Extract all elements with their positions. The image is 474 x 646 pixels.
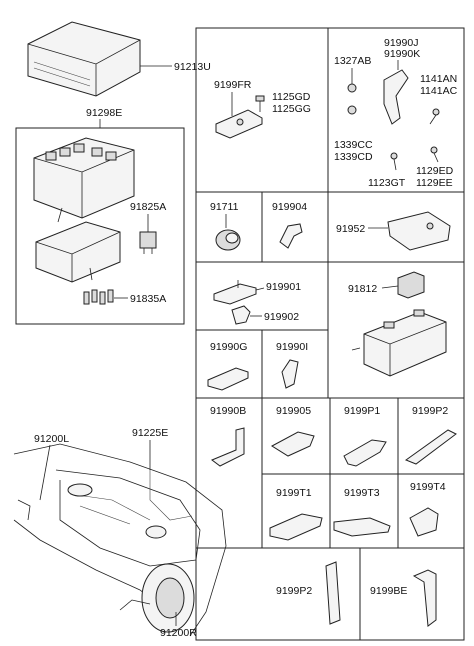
label-1125GG: 1125GG xyxy=(272,103,311,115)
label-919901: 919901 xyxy=(266,281,301,293)
fuse-box-cover-drawing xyxy=(27,21,141,97)
bracket-919904-drawing xyxy=(279,223,303,249)
label-1125GD: 1125GD xyxy=(272,91,311,103)
label-9199P2-top: 9199P2 xyxy=(412,405,448,417)
label-91952: 91952 xyxy=(336,223,365,235)
bracket-91952-drawing xyxy=(387,211,451,251)
bracket-91990G-drawing xyxy=(207,367,249,391)
label-1327AB: 1327AB xyxy=(334,55,371,67)
label-91825A: 91825A xyxy=(130,201,166,213)
label-91200L: 91200L xyxy=(34,433,69,445)
label-1141AN: 1141AN xyxy=(420,73,457,85)
label-91200R: 91200R xyxy=(160,627,197,639)
bracket-9199P2-bottom-drawing xyxy=(325,561,341,625)
parts-grid xyxy=(195,27,465,641)
screw-1141AN-drawing xyxy=(429,108,440,125)
label-919905: 919905 xyxy=(276,405,311,417)
label-91298E: 91298E xyxy=(86,107,122,119)
bracket-9199T3-drawing xyxy=(333,517,391,537)
label-1123GT: 1123GT xyxy=(368,177,406,189)
bracket-9199T4-drawing xyxy=(409,507,439,537)
label-9199P1: 9199P1 xyxy=(344,405,380,417)
label-91990I: 91990I xyxy=(276,341,308,353)
bracket-9199BE-drawing xyxy=(412,569,437,627)
label-1141AC: 1141AC xyxy=(420,85,458,97)
bracket-9199FR-hole xyxy=(236,118,244,126)
label-91812: 91812 xyxy=(348,283,377,295)
grommet-91711-drawing xyxy=(215,229,241,251)
bracket-91952-hole xyxy=(426,222,434,230)
relay-91825A-drawing xyxy=(139,231,157,254)
label-919904: 919904 xyxy=(272,201,307,213)
label-91225E: 91225E xyxy=(132,427,168,439)
leader-91200L xyxy=(39,444,51,501)
label-91990K: 91990K xyxy=(384,48,420,60)
nut-1327AB-drawing xyxy=(347,83,357,93)
bracket-9199T1-drawing xyxy=(269,513,323,541)
label-91990J: 91990J xyxy=(384,37,418,49)
leader-91812 xyxy=(381,285,399,289)
label-9199FR: 9199FR xyxy=(214,79,252,91)
label-91990G: 91990G xyxy=(210,341,247,353)
bracket-919902-drawing xyxy=(231,305,251,325)
nut-1339CC-drawing xyxy=(347,105,357,115)
label-1339CD: 1339CD xyxy=(334,151,373,163)
battery-91812-drawing xyxy=(351,271,447,377)
bracket-919901-drawing xyxy=(213,283,257,305)
label-9199T1: 9199T1 xyxy=(276,487,312,499)
bracket-91990B-drawing xyxy=(211,427,245,467)
leader-919901 xyxy=(255,287,265,291)
bracket-91990J-drawing xyxy=(383,69,409,125)
label-1129ED: 1129ED xyxy=(416,165,454,177)
fuse-box-lower-drawing xyxy=(35,221,121,283)
fuse-box-upper-drawing xyxy=(33,137,135,223)
label-919902: 919902 xyxy=(264,311,299,323)
label-9199T4: 9199T4 xyxy=(410,481,446,493)
screw-1129ED-drawing xyxy=(430,146,439,163)
bracket-91990I-drawing xyxy=(281,359,299,389)
label-9199T3: 9199T3 xyxy=(344,487,380,499)
label-91835A: 91835A xyxy=(130,293,166,305)
label-91990B: 91990B xyxy=(210,405,246,417)
fuse-91835A-drawing xyxy=(83,289,114,305)
label-1339CC: 1339CC xyxy=(334,139,373,151)
label-91213U: 91213U xyxy=(174,61,211,73)
label-9199P2-bottom: 9199P2 xyxy=(276,585,312,597)
label-1129EE: 1129EE xyxy=(416,177,453,189)
fuse-box-group-frame xyxy=(15,127,185,325)
screw-1123GT-drawing xyxy=(390,152,398,171)
bracket-9199P2-top-drawing xyxy=(404,429,457,465)
label-9199BE: 9199BE xyxy=(370,585,407,597)
vehicle-cargo-drawing xyxy=(13,443,227,637)
bolt-1125GD-drawing xyxy=(255,95,265,112)
bracket-919905-drawing xyxy=(271,431,315,457)
bracket-9199P1-drawing xyxy=(343,439,387,467)
label-91711: 91711 xyxy=(210,201,239,213)
